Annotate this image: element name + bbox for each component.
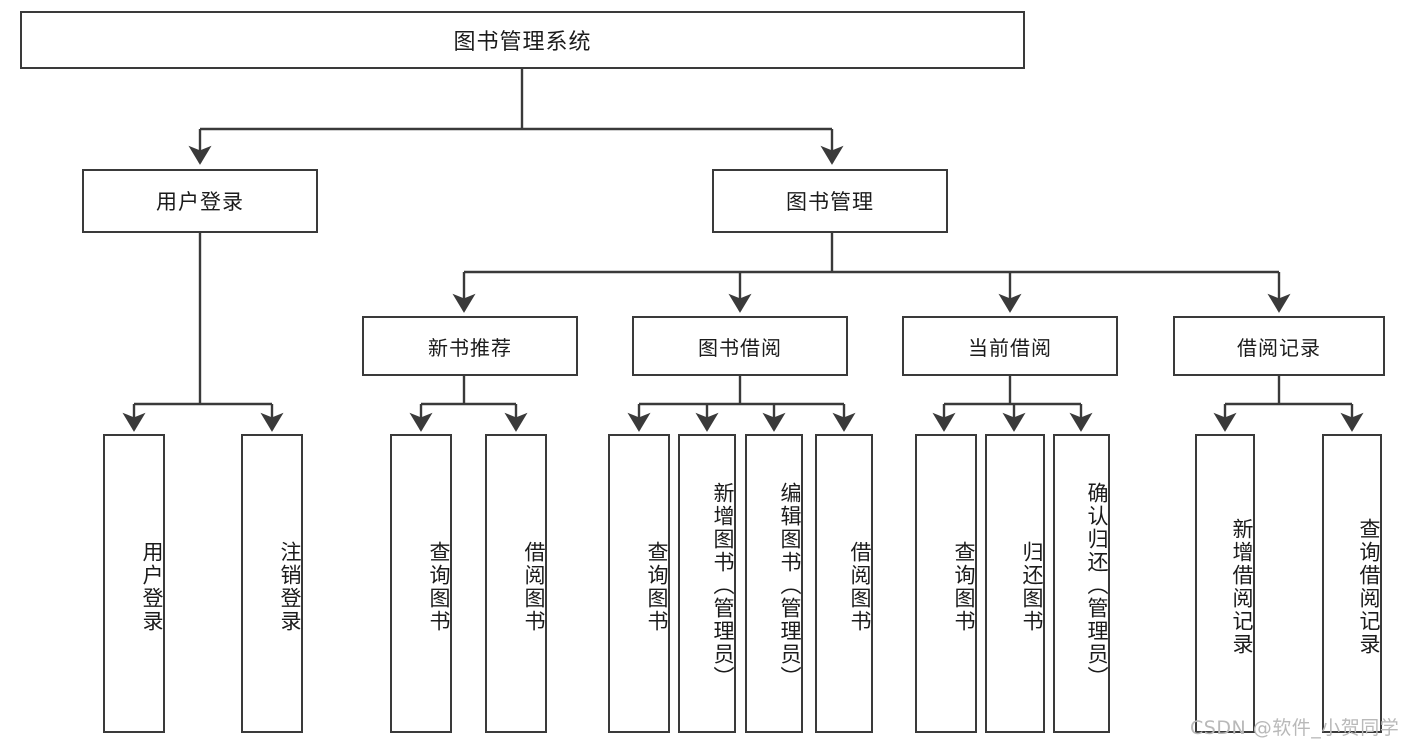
node-leaf-user-login[interactable]: 用户登录 <box>103 434 165 733</box>
csdn-watermark: CSDN @软件_小贺同学 <box>1190 717 1400 739</box>
node-leaf-logout-login[interactable]: 注销登录 <box>241 434 303 733</box>
node-leaf-add-book-admin[interactable]: 新增图书（管理员） <box>678 434 736 733</box>
node-leaf-query-book-3[interactable]: 查询图书 <box>915 434 977 733</box>
node-leaf-edit-book-admin[interactable]: 编辑图书（管理员） <box>745 434 803 733</box>
node-current-borrow[interactable]: 当前借阅 <box>902 316 1118 376</box>
node-leaf-query-borrow-record[interactable]: 查询借阅记录 <box>1322 434 1382 733</box>
node-leaf-borrow-book-2[interactable]: 借阅图书 <box>815 434 873 733</box>
node-user-login[interactable]: 用户登录 <box>82 169 318 233</box>
node-book-management-system[interactable]: 图书管理系统 <box>20 11 1025 69</box>
node-new-book-recommend[interactable]: 新书推荐 <box>362 316 578 376</box>
node-leaf-confirm-return-admin[interactable]: 确认归还（管理员） <box>1053 434 1110 733</box>
node-leaf-borrow-book-1[interactable]: 借阅图书 <box>485 434 547 733</box>
node-borrow-record[interactable]: 借阅记录 <box>1173 316 1385 376</box>
node-leaf-query-book-2[interactable]: 查询图书 <box>608 434 670 733</box>
node-leaf-return-book[interactable]: 归还图书 <box>985 434 1045 733</box>
node-leaf-add-borrow-record[interactable]: 新增借阅记录 <box>1195 434 1255 733</box>
node-book-borrow[interactable]: 图书借阅 <box>632 316 848 376</box>
node-book-management[interactable]: 图书管理 <box>712 169 948 233</box>
node-leaf-query-book-1[interactable]: 查询图书 <box>390 434 452 733</box>
